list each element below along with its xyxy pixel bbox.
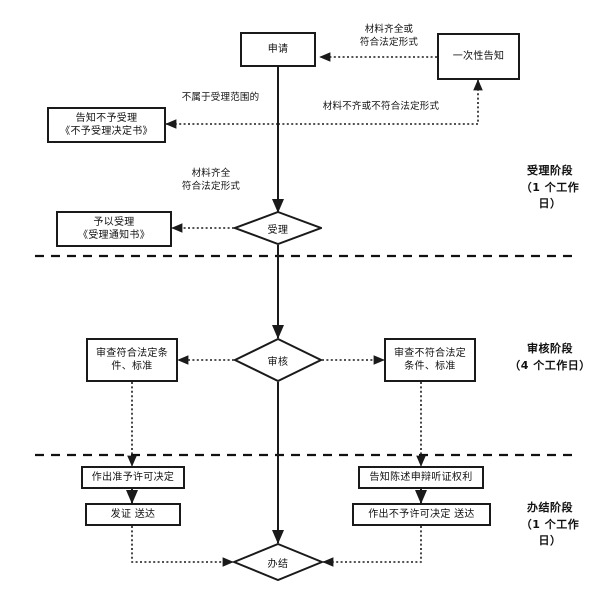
node-notify-rights[interactable]: 告知陈述申辩听证权利 — [358, 466, 484, 489]
node-one-time-notice[interactable]: 一次性告知 — [437, 33, 520, 80]
node-deny-permit[interactable]: 作出不予许可决定 送达 — [352, 503, 491, 526]
node-review-conform-label: 审查符合法定条 件、标准 — [95, 347, 169, 373]
node-review-not-conform[interactable]: 审查不符合法定 条件、标准 — [384, 338, 476, 382]
node-grant-accept[interactable]: 予以受理 《受理通知书》 — [56, 211, 172, 247]
stage-label-completion: 办结阶段 （1 个工作 日） — [520, 501, 580, 547]
stage-label-review: 审核阶段 （4 个工作日） — [509, 342, 591, 372]
node-accept-decision[interactable]: 受理 — [234, 211, 322, 245]
node-one-time-notice-label: 一次性告知 — [452, 50, 505, 62]
node-grant-accept-label: 予以受理 《受理通知书》 — [77, 216, 151, 242]
node-issue-deliver-label: 发证 送达 — [110, 508, 156, 520]
node-grant-permit[interactable]: 作出准予许可决定 — [81, 466, 185, 489]
node-review-not-conform-label: 审查不符合法定 条件、标准 — [393, 347, 467, 373]
node-grant-permit-label: 作出准予许可决定 — [91, 471, 175, 483]
stage-label-acceptance: 受理阶段 （1 个工作 日） — [520, 164, 580, 210]
edge-label-materials-ok-or-legal: 材料齐全或 符合法定形式 — [359, 24, 419, 48]
node-issue-deliver[interactable]: 发证 送达 — [85, 503, 181, 526]
node-notify-reject[interactable]: 告知不予受理 《不予受理决定书》 — [47, 107, 166, 143]
edge-trunk-to-one-time-notice — [278, 79, 483, 125]
edge-deny-to-complete — [322, 526, 422, 567]
node-deny-permit-label: 作出不予许可决定 送达 — [368, 508, 475, 520]
edge-label-materials-complete-legal: 材料齐全 符合法定形式 — [181, 168, 241, 192]
node-apply[interactable]: 申请 — [240, 32, 316, 67]
edge-label-materials-incomplete: 材料不齐或不符合法定形式 — [322, 101, 440, 112]
node-notify-reject-label: 告知不予受理 《不予受理决定书》 — [60, 112, 153, 138]
node-notify-rights-label: 告知陈述申辩听证权利 — [369, 471, 473, 483]
node-review-conform[interactable]: 审查符合法定条 件、标准 — [86, 338, 178, 382]
node-complete[interactable]: 办结 — [233, 543, 323, 581]
node-apply-label: 申请 — [267, 43, 289, 55]
edge-label-not-in-scope: 不属于受理范围的 — [181, 92, 260, 103]
edge-issue-to-complete — [131, 526, 234, 567]
node-review-decision[interactable]: 审核 — [234, 338, 322, 382]
